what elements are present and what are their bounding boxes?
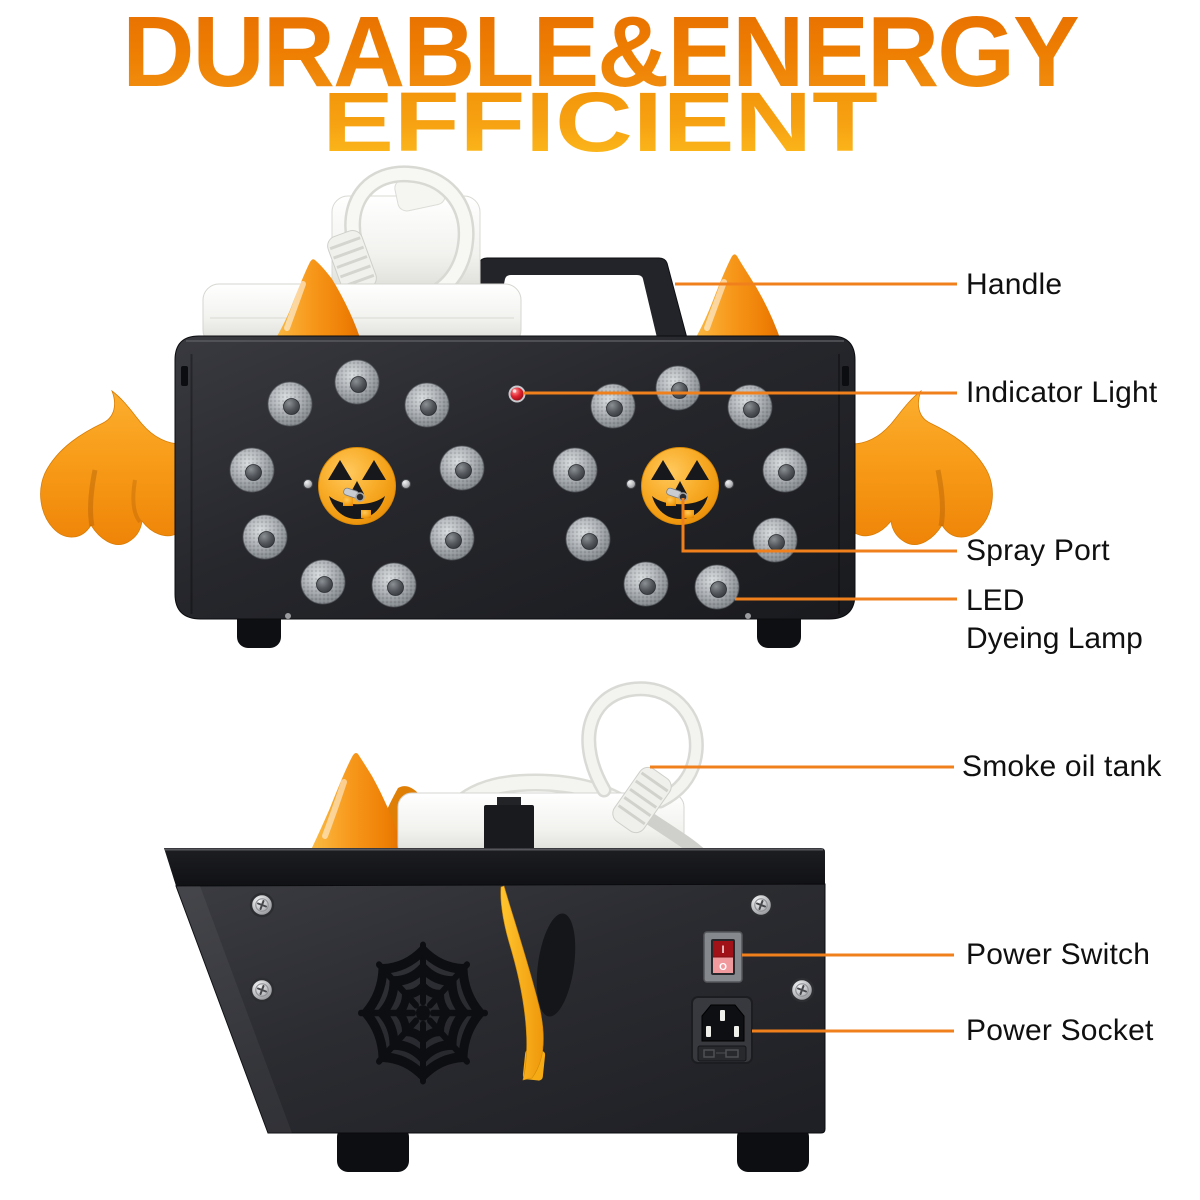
led-lens: [694, 564, 740, 610]
indicator-led: [508, 385, 526, 403]
smoke-oil-tank-front: [202, 165, 522, 347]
screw: [789, 977, 815, 1003]
led-lens: [439, 445, 485, 491]
side-view-figure: I O: [164, 681, 826, 1172]
page-title-line1: DURABLE&ENERGY: [0, 2, 1200, 102]
led-lens: [655, 365, 701, 411]
switch-off-mark: O: [719, 962, 727, 973]
power-socket: [691, 996, 753, 1064]
led-lens: [300, 559, 346, 605]
led-lens: [404, 382, 450, 428]
led-lens: [752, 517, 798, 563]
led-lens: [429, 515, 475, 561]
callout-label-power-socket: Power Socket: [966, 1014, 1154, 1047]
smoke-oil-tank-side: [397, 681, 711, 867]
power-switch: I O: [703, 931, 743, 983]
led-lens: [590, 383, 636, 429]
callout-label-indicator-light: Indicator Light: [966, 376, 1158, 409]
led-lens: [623, 561, 669, 607]
led-lens: [371, 562, 417, 608]
callout-label-smoke-oil-tank: Smoke oil tank: [962, 750, 1162, 783]
bat-wing-left: [40, 390, 182, 546]
led-lens: [267, 381, 313, 427]
front-view-figure: [40, 165, 993, 648]
screw: [249, 977, 275, 1003]
callout-lines: [524, 282, 957, 1033]
spider-web-vent: [358, 941, 488, 1085]
bat-wing-right: [851, 390, 993, 546]
callout-label-handle: Handle: [966, 268, 1063, 301]
callout-line-spray-port: [681, 498, 957, 553]
led-lens: [762, 447, 808, 493]
front-body: [174, 335, 856, 620]
callout-label-power-switch: Power Switch: [966, 938, 1151, 971]
tank-cable-connector: [327, 229, 377, 295]
folded-wing-blade: [500, 885, 576, 1081]
cone-left: [272, 259, 362, 344]
callout-label-led-dyeing-lamp: LED Dyeing Lamp: [966, 582, 1143, 658]
screw: [748, 892, 774, 918]
side-body: [164, 848, 826, 1134]
led-lens: [552, 447, 598, 493]
callout-label-led-line2: Dyeing Lamp: [966, 622, 1143, 655]
led-lens: [565, 516, 611, 562]
cone-right: [692, 254, 782, 344]
led-lens: [242, 514, 288, 560]
callout-label-spray-port: Spray Port: [966, 534, 1110, 567]
led-lens: [229, 447, 275, 493]
callout-label-led-line1: LED: [966, 584, 1025, 617]
switch-on-mark: I: [721, 944, 724, 956]
tank-cable-connector-side: [612, 766, 672, 834]
led-lens: [334, 359, 380, 405]
page-title-line2: EFFICIENT: [0, 80, 1200, 164]
side-feet: [337, 1126, 809, 1172]
screw: [249, 892, 275, 918]
